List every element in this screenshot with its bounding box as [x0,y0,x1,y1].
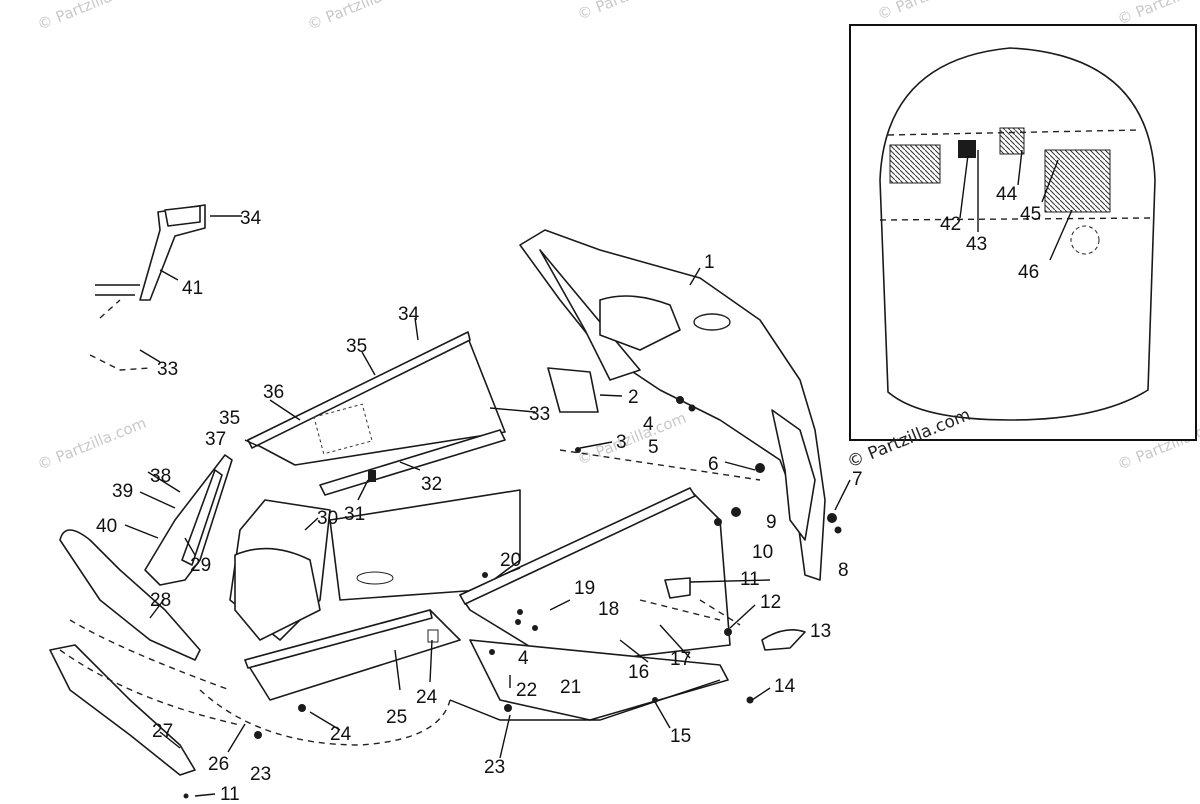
callout-4b: 4 [518,648,529,669]
callout-21: 21 [560,677,581,698]
callout-27: 27 [152,721,173,742]
washer-5 [688,404,696,412]
rivet-24 [298,704,306,712]
callout-8: 8 [838,560,849,581]
callout-34b: 34 [240,208,262,229]
part-29-30-body [229,489,521,641]
watermark: © Partzilla.com [35,0,149,34]
callout-3: 3 [616,432,627,453]
callout-23b: 23 [484,757,505,778]
callout-34: 34 [398,304,420,325]
callout-11b: 11 [220,784,240,804]
watermark: © Partzilla.com [305,0,419,34]
callout-42: 42 [940,214,961,235]
callout-44: 44 [996,184,1018,205]
callout-23: 23 [250,764,271,785]
inset-bracket [889,144,941,184]
callout-20: 20 [500,550,521,571]
callout-24b: 24 [416,687,438,708]
rivet-18 [532,625,538,631]
callout-41: 41 [182,278,203,299]
callout-24: 24 [330,724,352,745]
rivet-23 [254,731,262,739]
callout-33b: 33 [157,359,178,380]
callout-31: 31 [344,504,365,525]
callout-13: 13 [810,621,831,642]
bolt-8 [834,526,842,534]
part-1-hood [519,229,826,581]
callout-45: 45 [1020,204,1041,225]
callout-30: 30 [317,508,338,529]
rivet-19 [515,619,521,625]
callout-29: 29 [190,555,211,576]
callout-43: 43 [966,234,987,255]
callout-19: 19 [574,578,595,599]
part-33-windshield-panel [247,331,506,496]
callout-33: 33 [529,404,550,425]
leader-lines [124,215,851,797]
screw-14 [746,696,754,704]
callout-12: 12 [760,592,781,613]
callout-2: 2 [628,387,639,408]
nut-6 [755,463,765,473]
callout-5: 5 [648,437,659,458]
nut-12 [724,628,732,636]
callout-17: 17 [670,649,691,670]
callout-37: 37 [205,429,226,450]
rivet-20 [482,572,488,578]
callout-15: 15 [670,726,691,747]
part-37-40-trim [49,454,241,776]
bolt-7 [827,513,837,523]
callout-35b: 35 [219,408,240,429]
callout-38: 38 [150,466,171,487]
inset-clip-42 [958,140,976,158]
watermark: © Partzilla.com [575,0,689,24]
callout-25: 25 [386,707,407,728]
rivet-21 [489,649,495,655]
callout-6: 6 [708,454,719,475]
hardware-fasteners [183,396,842,799]
watermark: © Partzilla.com [35,414,149,474]
callout-35: 35 [346,336,367,357]
inset-pad-45 [1044,149,1111,213]
screw-3 [575,447,581,453]
watermark: © Partzilla.com [575,409,689,469]
watermark: © Partzilla.com [875,0,989,24]
clip-15 [652,697,658,703]
part-25-running-board [244,609,461,701]
callout-1: 1 [704,252,715,273]
callout-36: 36 [263,382,284,403]
callout-labels: 1 2 3 4 5 6 7 8 9 10 11 12 13 14 15 16 1… [96,184,1041,804]
inset-panel [849,24,1197,441]
lower-hull-outline [199,449,761,746]
callout-46: 46 [1018,262,1039,283]
callout-39: 39 [112,481,133,502]
rivet-23b [504,704,512,712]
callout-4: 4 [643,414,654,435]
hood-rear-view [879,47,1156,421]
callout-14: 14 [774,676,796,697]
screw-11b [183,793,189,799]
nut-9 [731,507,741,517]
part-34-41-bracket [89,204,206,371]
washer-10 [714,518,722,526]
part-16-17-side-panel [459,487,806,721]
nut-4 [676,396,684,404]
inset-clip-44 [999,127,1025,155]
callout-10: 10 [752,542,773,563]
callout-16: 16 [628,662,649,683]
callout-9: 9 [766,512,777,533]
nut-4b [517,609,523,615]
callout-11: 11 [740,569,760,590]
callout-26: 26 [208,754,229,775]
callout-18: 18 [598,599,619,620]
callout-32: 32 [421,474,442,495]
callout-28: 28 [150,590,171,611]
callout-22: 22 [516,680,537,701]
callout-7: 7 [852,469,863,490]
callout-40: 40 [96,516,117,537]
